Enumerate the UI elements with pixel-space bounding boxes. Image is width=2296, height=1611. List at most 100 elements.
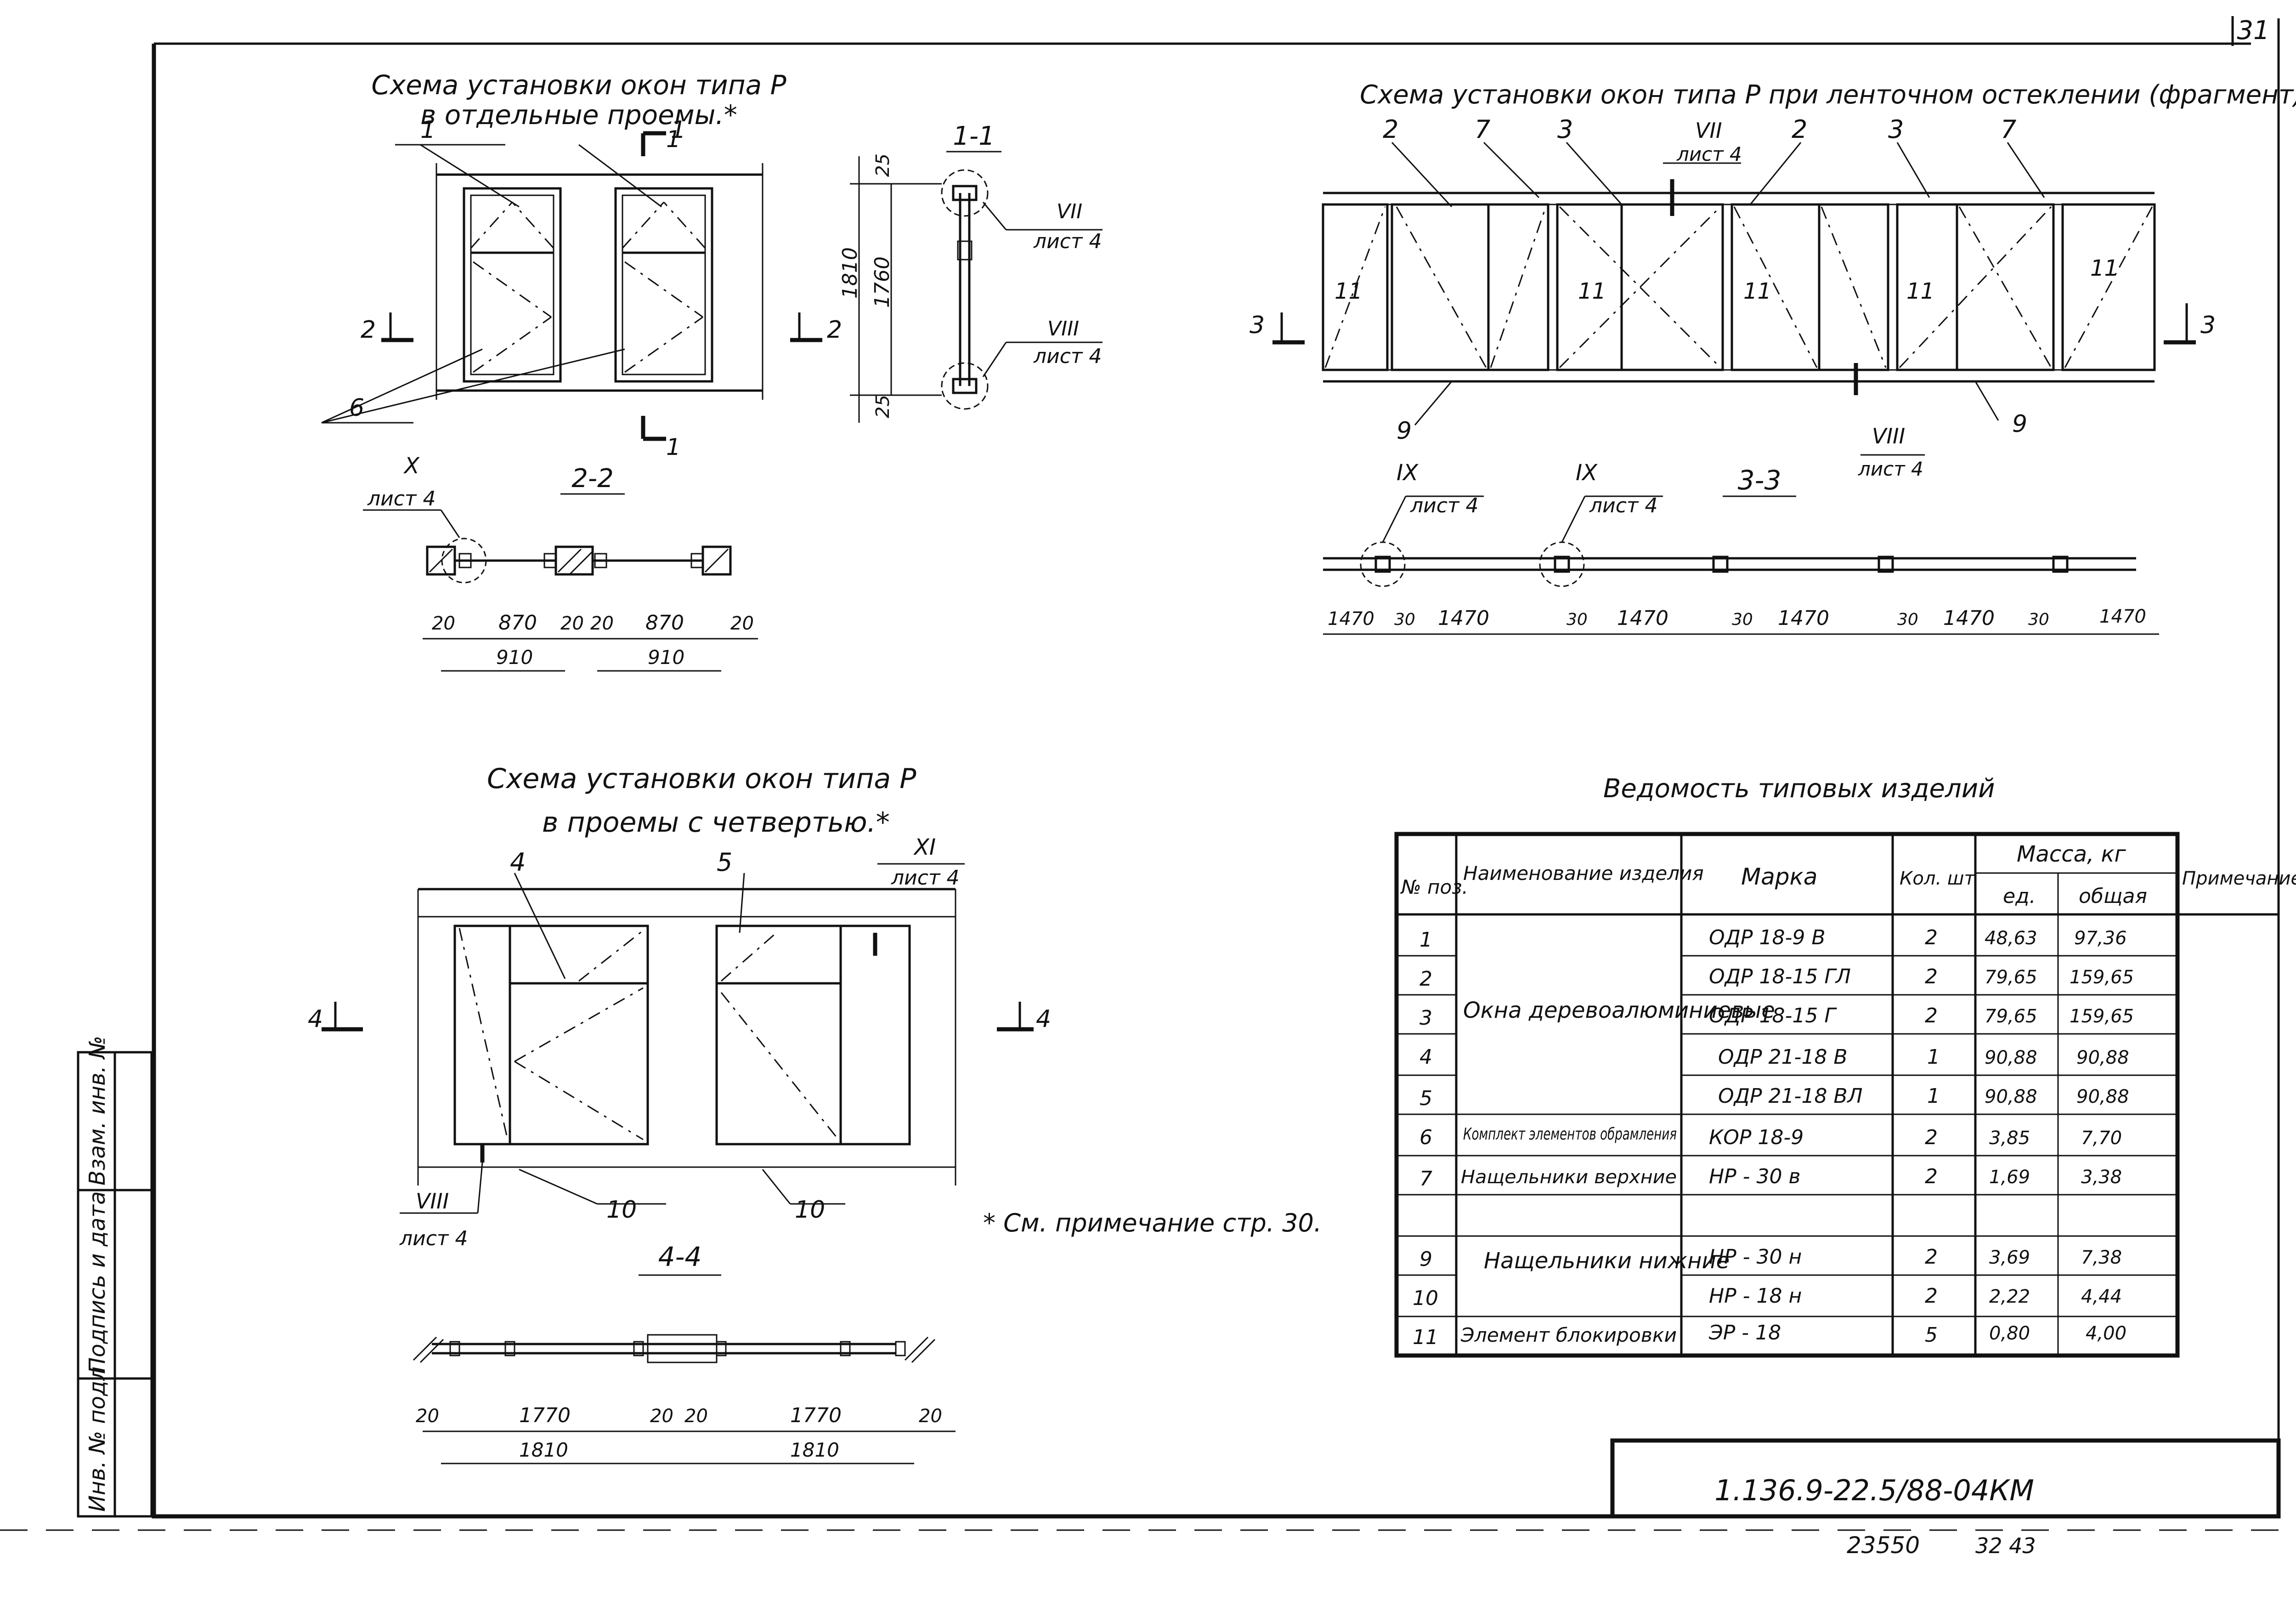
page-number-box: 31 xyxy=(2231,16,2270,46)
th-name: Наименование изделия xyxy=(1463,862,1704,885)
scheme-individual: Схема установки окон типа Р в отдельные … xyxy=(321,69,842,460)
quarter-ref-viii-sheet: лист 4 xyxy=(399,1227,468,1250)
th-qty: Кол. шт xyxy=(1900,868,1975,889)
cell-unit: 0,80 xyxy=(1989,1323,2030,1344)
drawing-code: 1.136.9-22.5/88-04КМ xyxy=(1714,1474,2034,1507)
cell-unit: 90,88 xyxy=(1985,1086,2037,1107)
products-table: Ведомость типовых изделий № поз. Наимено… xyxy=(1394,774,2296,1358)
cell-pos: 10 xyxy=(1413,1287,1438,1310)
table-title: Ведомость типовых изделий xyxy=(1603,774,1995,804)
cell-unit: 1,69 xyxy=(1989,1167,2030,1188)
cell-total: 97,36 xyxy=(2074,928,2127,949)
cell-pos: 9 xyxy=(1419,1248,1432,1271)
cell-total: 159,65 xyxy=(2070,967,2134,988)
quarter-mark-4-right: 4 xyxy=(1036,1005,1051,1033)
scheme-quarter: Схема установки окон типа Р в проемы с ч… xyxy=(308,763,1051,1250)
cell-qty: 2 xyxy=(1925,926,1938,949)
cell-unit: 90,88 xyxy=(1985,1047,2037,1068)
cell-unit: 2,22 xyxy=(1989,1286,2030,1307)
ribbon-inner-11c: 11 xyxy=(1743,278,1771,304)
ref-1-1-viii: VIII xyxy=(1047,317,1079,340)
s44-dim-0: 20 xyxy=(416,1406,439,1427)
quarter-ref-xi: XI xyxy=(913,834,936,860)
quarter-callout-4: 4 xyxy=(510,848,526,877)
section-3-3: 3-3 IX лист 4 IX лист 4 1470 30 1470 30 … xyxy=(1323,460,2159,635)
th-mark: Марка xyxy=(1741,863,1817,890)
ribbon-callout-2a: 2 xyxy=(1383,115,1398,144)
quarter-callout-5: 5 xyxy=(717,848,732,877)
cell-qty: 2 xyxy=(1925,1004,1938,1027)
s33-ref-ix-a: IX xyxy=(1397,460,1419,486)
cell-mark: НР - 30 н xyxy=(1709,1245,1802,1269)
th-unit: ед. xyxy=(2003,885,2036,908)
ribbon-ref-vii: VII xyxy=(1695,118,1722,143)
cell-total: 90,88 xyxy=(2076,1086,2129,1107)
cell-name: Нащельники верхние xyxy=(1461,1167,1677,1188)
dim-2-2-5: 20 xyxy=(730,613,754,634)
s33-dim-9: 30 xyxy=(2028,610,2049,629)
dim-1-1-total: 1810 xyxy=(838,247,862,299)
cell-pos: 3 xyxy=(1419,1006,1432,1030)
ribbon-ref-viii: VIII xyxy=(1872,424,1905,448)
section-mark-1-top: 1 xyxy=(666,126,681,153)
cell-name: Комплект элементов обрамления xyxy=(1463,1125,1677,1144)
cell-qty: 2 xyxy=(1925,1165,1938,1188)
stamp-cell-original: Инв. № подл xyxy=(85,1367,110,1512)
group-windows: Окна деревоалюминиевые xyxy=(1463,998,1775,1023)
quarter-mark-4-left: 4 xyxy=(308,1005,323,1033)
s33-dim-1: 30 xyxy=(1394,610,1415,629)
s44-dim-1810a: 1810 xyxy=(519,1439,568,1461)
stamp-cell-replacement: Взам. инв. № xyxy=(85,1036,110,1186)
ribbon-ref-viii-sheet: лист 4 xyxy=(1858,458,1923,480)
ribbon-inner-11b: 11 xyxy=(1578,278,1606,304)
section-3-3-title: 3-3 xyxy=(1738,465,1781,496)
cell-unit: 48,63 xyxy=(1985,928,2037,949)
dim-2-2-2: 20 xyxy=(560,613,584,634)
s44-dim-5: 20 xyxy=(919,1406,942,1427)
page-number: 31 xyxy=(2237,16,2269,45)
cell-total: 159,65 xyxy=(2070,1006,2134,1027)
s33-dim-5: 30 xyxy=(1732,610,1753,629)
ribbon-ref-vii-sheet: лист 4 xyxy=(1676,143,1742,165)
section-mark-2-right: 2 xyxy=(827,316,842,344)
quarter-callout-10a: 10 xyxy=(606,1196,637,1224)
s44-dim-4: 1770 xyxy=(790,1404,842,1427)
cell-mark: ОДР 21-18 ВЛ xyxy=(1718,1084,1863,1108)
ribbon-callout-9b: 9 xyxy=(2012,410,2027,438)
s33-dim-8: 1470 xyxy=(1943,607,1995,630)
cell-unit: 79,65 xyxy=(1985,967,2037,988)
ribbon-mark-3-right: 3 xyxy=(2200,312,2216,339)
cell-qty: 1 xyxy=(1927,1084,1940,1108)
ribbon-callout-9a: 9 xyxy=(1397,417,1412,445)
cell-total: 90,88 xyxy=(2076,1047,2129,1068)
cell-unit: 3,85 xyxy=(1989,1128,2030,1149)
s44-dim-1: 1770 xyxy=(519,1404,571,1427)
dim-2-2-910b: 910 xyxy=(648,646,684,669)
ribbon-callout-7b: 7 xyxy=(2001,115,2016,144)
s33-ref-ix-b-sheet: лист 4 xyxy=(1589,494,1658,517)
footnote: * См. примечание стр. 30. xyxy=(983,1208,1322,1237)
cell-qty: 2 xyxy=(1925,1126,1938,1149)
cell-name: Элемент блокировки xyxy=(1460,1324,1677,1346)
cell-mark: ОДР 18-15 Г xyxy=(1709,1004,1837,1027)
scheme-ribbon-title: Схема установки окон типа Р при ленточно… xyxy=(1360,80,2296,110)
dim-1-1-top: 25 xyxy=(872,153,894,177)
quarter-callout-10b: 10 xyxy=(795,1196,825,1224)
s33-dim-0: 1470 xyxy=(1328,608,1374,630)
s33-dim-2: 1470 xyxy=(1438,607,1489,630)
cell-qty: 2 xyxy=(1925,1284,1938,1308)
s33-dim-6: 1470 xyxy=(1778,607,1829,630)
cell-pos: 7 xyxy=(1419,1167,1432,1191)
cell-qty: 1 xyxy=(1927,1045,1940,1069)
callout-6: 6 xyxy=(349,394,364,422)
ribbon-callout-3b: 3 xyxy=(1888,115,1904,144)
stamp-cell-signature: Подпись и дата xyxy=(85,1191,110,1374)
dim-1-1-mid: 1760 xyxy=(871,256,894,308)
cell-pos: 2 xyxy=(1419,967,1432,991)
s33-dim-10: 1470 xyxy=(2099,606,2146,627)
dim-2-2-3: 20 xyxy=(590,613,614,634)
cell-mark: ОДР 18-9 В xyxy=(1709,926,1826,949)
cell-total: 7,38 xyxy=(2081,1247,2122,1268)
cell-qty: 5 xyxy=(1925,1323,1938,1347)
